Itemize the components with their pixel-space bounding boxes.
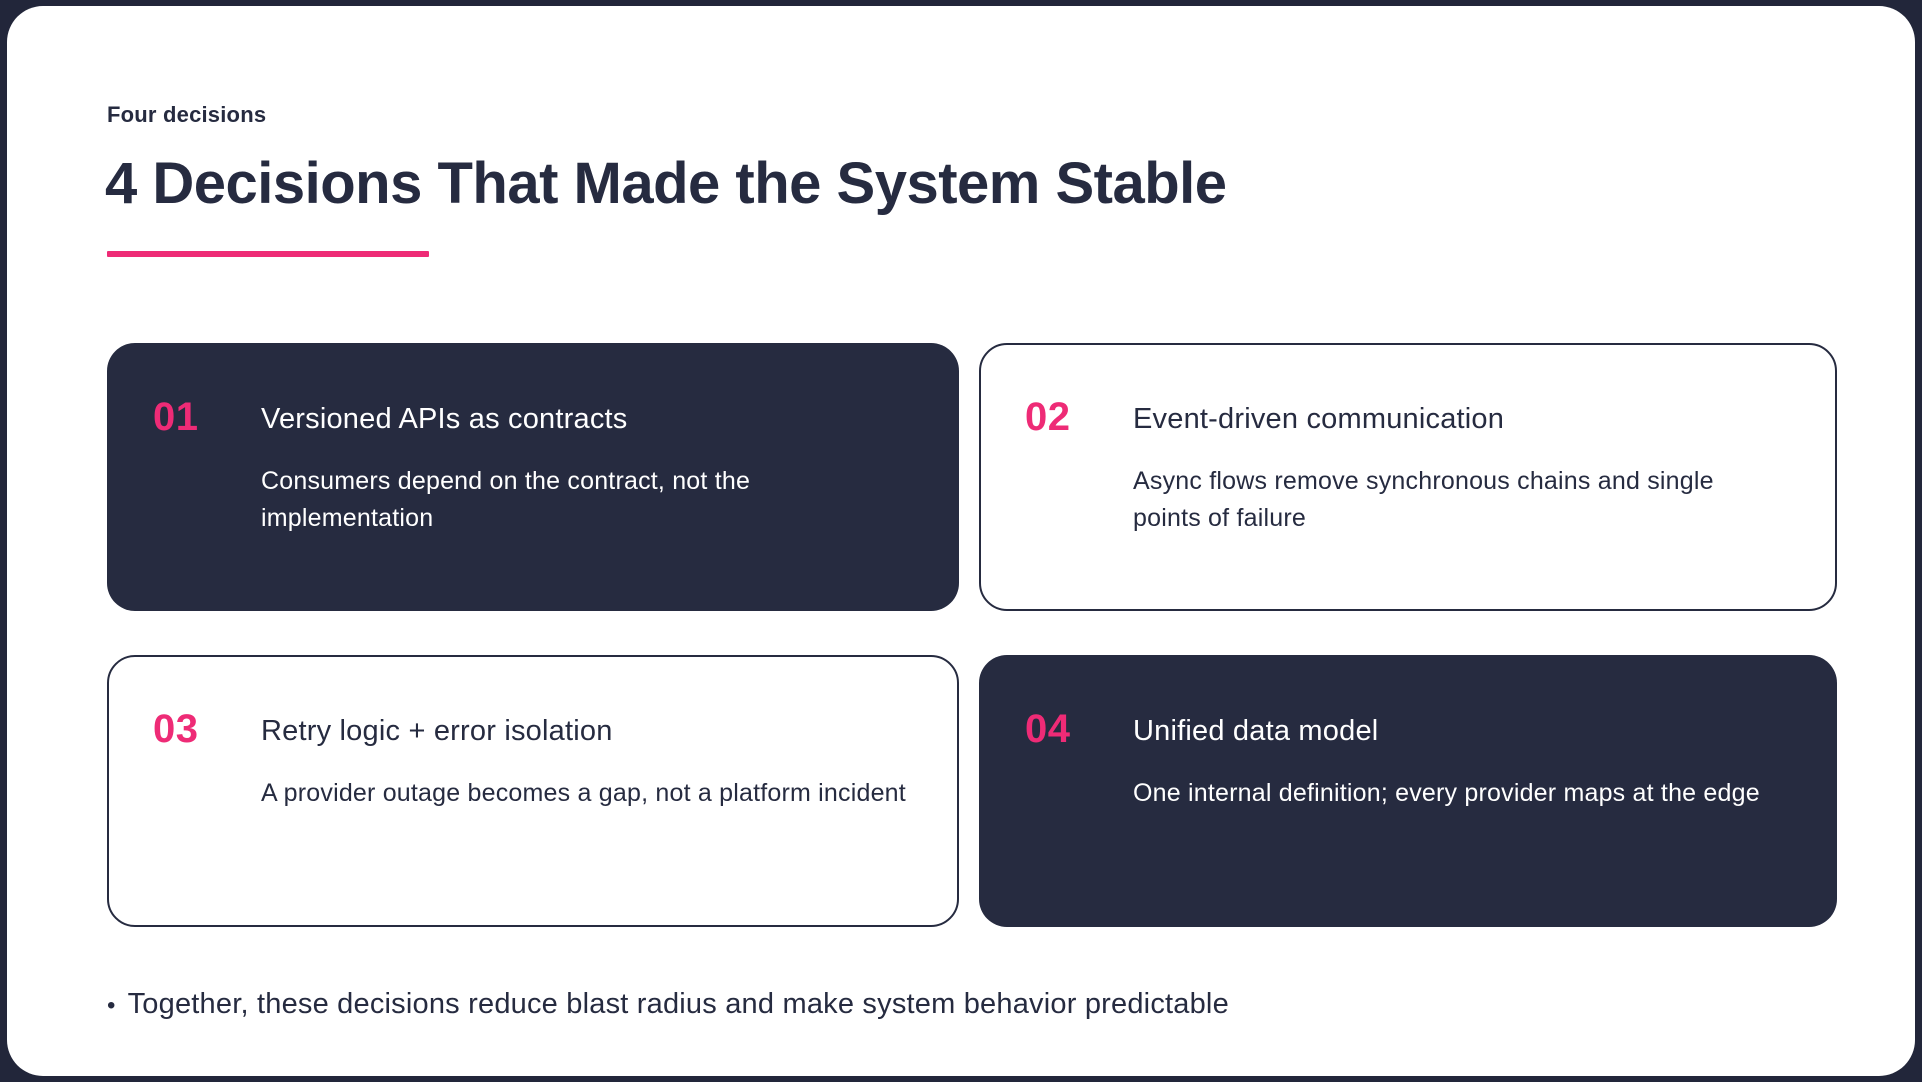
card-number-03: 03 [153,707,199,751]
card-title-02: Event-driven communication [1133,403,1505,435]
decision-card-02: 02 Event-driven communication Async flow… [979,343,1837,611]
card-title-03: Retry logic + error isolation [261,715,613,747]
bullet-icon: • [107,992,116,1019]
card-description-02: Async flows remove synchronous chains an… [1133,467,1714,532]
summary-note-text: Together, these decisions reduce blast r… [127,988,1229,1020]
slide-canvas: Four decisions 4 Decisions That Made the… [7,6,1915,1076]
title-accent-rule [107,251,429,257]
card-number-04: 04 [1025,707,1071,751]
card-description-04: One internal definition; every provider … [1133,779,1760,807]
card-content-03: Retry logic + error isolation A provider… [261,709,919,812]
decision-cards-grid: 01 Versioned APIs as contracts Consumers… [107,343,1837,927]
card-number-02: 02 [1025,395,1071,439]
card-content-01: Versioned APIs as contracts Consumers de… [261,397,919,537]
card-content-02: Event-driven communication Async flows r… [1133,397,1797,537]
eyebrow-label: Four decisions [107,102,267,127]
card-title-04: Unified data model [1133,715,1379,747]
page-title: 4 Decisions That Made the System Stable [105,151,1227,216]
card-description-01: Consumers depend on the contract, not th… [261,467,751,532]
decision-card-03: 03 Retry logic + error isolation A provi… [107,655,959,927]
card-number-01: 01 [153,395,199,439]
decision-card-04: 04 Unified data model One internal defin… [979,655,1837,927]
card-title-01: Versioned APIs as contracts [261,403,628,435]
decision-card-01: 01 Versioned APIs as contracts Consumers… [107,343,959,611]
summary-note: • Together, these decisions reduce blast… [107,988,1229,1021]
card-description-03: A provider outage becomes a gap, not a p… [261,779,906,807]
card-content-04: Unified data model One internal definiti… [1133,709,1797,812]
